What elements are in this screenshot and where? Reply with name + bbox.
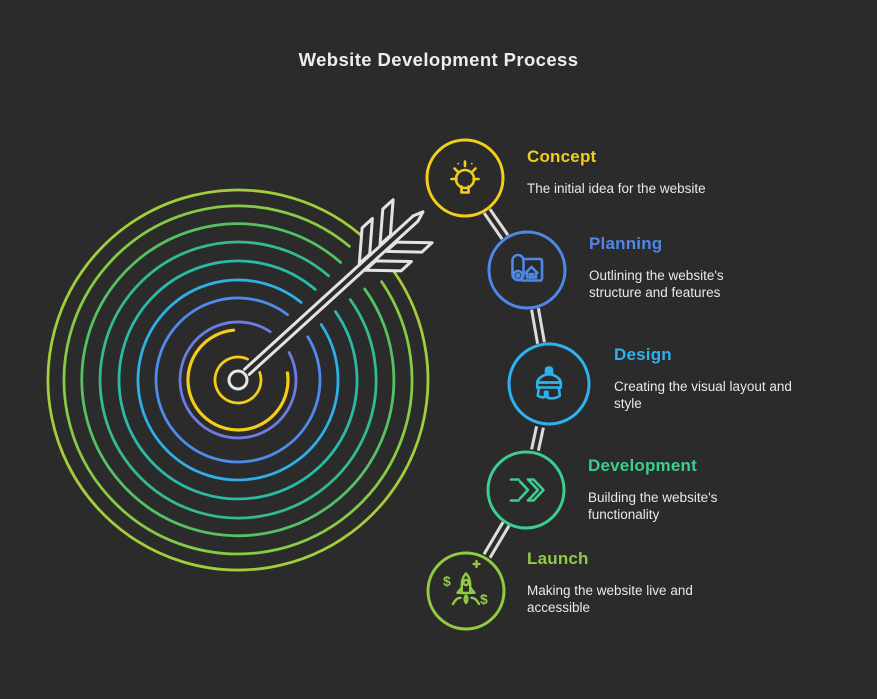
chain-link-4	[482, 521, 511, 559]
chain-link-2	[530, 308, 546, 344]
target-ring-6	[136, 278, 340, 482]
step-design-description: Creating the visual layout and style	[614, 379, 792, 411]
target-ring-7	[154, 296, 322, 464]
target-ring-4	[98, 240, 378, 520]
step-circle-design	[507, 342, 591, 426]
bullseye-target-icon	[46, 188, 430, 572]
dollar-sign-right: $	[480, 591, 488, 607]
step-planning: Planning Outlining the website's structu…	[589, 234, 759, 301]
target-ring-5	[117, 259, 359, 501]
rocket-icon: $ $	[443, 559, 488, 607]
step-concept-title: Concept	[527, 147, 597, 166]
step-circle-launch	[426, 551, 506, 631]
step-development-description: Building the website's functionality	[588, 490, 718, 522]
step-circle-planning	[487, 230, 567, 310]
step-launch-title: Launch	[527, 549, 589, 568]
blueprint-icon	[511, 253, 544, 282]
page-title: Website Development Process	[298, 49, 579, 70]
chain-links	[482, 208, 546, 559]
step-design-title: Design	[614, 345, 672, 364]
step-development: Development Building the website's funct…	[588, 456, 750, 523]
dollar-sign-left: $	[443, 573, 451, 589]
step-launch: Launch Making the website live and acces…	[527, 549, 723, 616]
step-planning-title: Planning	[589, 234, 663, 253]
chain-link-3	[530, 425, 545, 452]
arrow-icon	[243, 198, 434, 376]
step-concept: Concept The initial idea for the website	[527, 147, 767, 197]
chevrons-icon	[509, 478, 545, 502]
paintbrush-icon	[535, 366, 563, 400]
step-design: Design Creating the visual layout and st…	[614, 345, 819, 412]
chain-link-1	[482, 208, 510, 240]
step-planning-description: Outlining the website's structure and fe…	[589, 268, 724, 300]
step-circle-concept	[425, 138, 505, 218]
target-ring-8	[178, 320, 298, 440]
step-development-title: Development	[588, 456, 697, 475]
arrow-fletching	[357, 198, 434, 273]
lightbulb-icon	[450, 160, 480, 194]
target-ring-2	[62, 204, 414, 556]
target-ring-9	[186, 328, 290, 432]
step-launch-description: Making the website live and accessible	[527, 583, 693, 615]
target-ring-3	[80, 222, 396, 538]
target-ring-1	[46, 188, 430, 572]
arrow-nock	[411, 210, 425, 223]
target-ring-10	[213, 355, 263, 405]
target-center	[227, 369, 249, 391]
step-circle-development	[486, 450, 566, 530]
step-concept-description: The initial idea for the website	[527, 181, 706, 196]
